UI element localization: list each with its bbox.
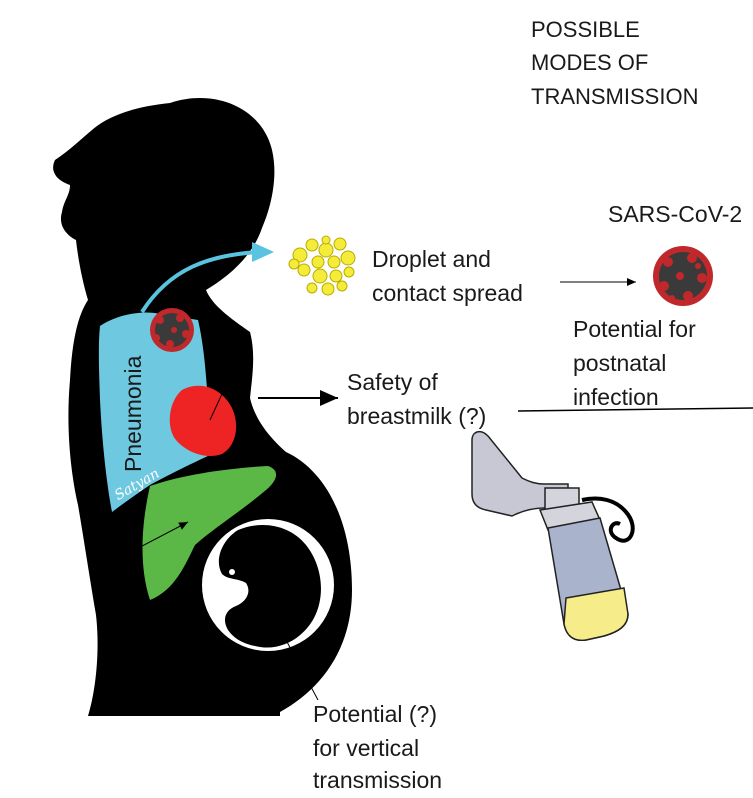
virus-label: SARS-CoV-2 — [608, 201, 743, 227]
exhale-arrowhead — [252, 242, 274, 262]
exhale-arrow — [140, 250, 259, 314]
virus-chest — [150, 308, 194, 352]
vertical-line-3: transmission — [313, 767, 443, 793]
vertical-line-1: Potential (?) — [313, 701, 438, 727]
heart-shape — [169, 385, 237, 457]
breast-pump — [471, 430, 635, 642]
divider-line — [517, 407, 753, 412]
title-line-1: POSSIBLE — [531, 17, 640, 42]
droplets-cluster — [288, 235, 356, 296]
heart-pointer-line — [209, 345, 245, 421]
fetus-silhouette — [218, 525, 321, 648]
droplet-label-line-1: Droplet and — [372, 246, 491, 272]
fetus-pointer-line — [277, 624, 319, 701]
postnatal-line-3: infection — [573, 384, 659, 410]
liver-pointer-line — [105, 521, 189, 566]
postnatal-line-1: Potential for — [573, 316, 696, 342]
droplet-label-line-2: contact spread — [372, 280, 523, 306]
breastmilk-line-1: Safety of — [347, 369, 438, 395]
title-line-2: MODES OF — [531, 50, 649, 75]
pneumonia-label: Pneumonia — [120, 355, 146, 472]
fetus-eye — [229, 569, 235, 575]
breastmilk-line-2: breastmilk (?) — [347, 403, 487, 429]
virus-right — [653, 246, 713, 306]
title-line-3: TRANSMISSION — [531, 84, 699, 109]
liver-shape — [142, 466, 277, 600]
vertical-line-2: for vertical — [313, 735, 420, 761]
lung-shape — [98, 312, 210, 512]
postnatal-line-2: postnatal — [573, 350, 667, 376]
